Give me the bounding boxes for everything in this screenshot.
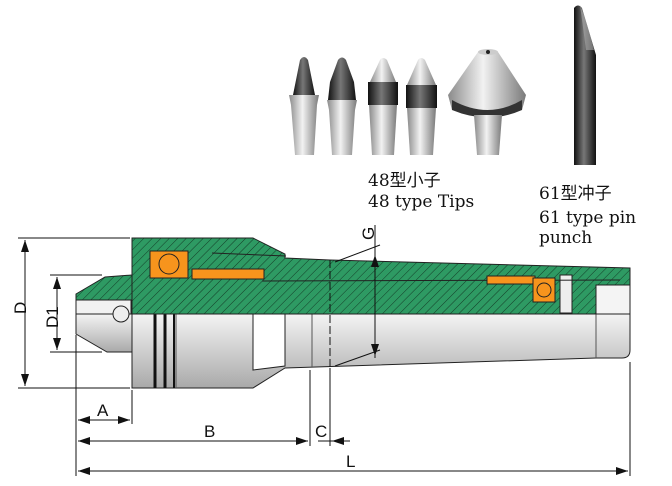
punch-title-en-2: punch <box>539 228 593 248</box>
tip-5 <box>448 49 526 155</box>
tip-4 <box>406 58 437 155</box>
tips-title-cn: 48型小子 <box>368 171 441 191</box>
tips-title-en: 48 type Tips <box>368 192 475 212</box>
tip-3 <box>368 58 398 155</box>
label-D: D <box>11 302 30 314</box>
dimension-lines <box>18 225 631 476</box>
punch-photo <box>574 5 596 165</box>
label-L: L <box>346 452 355 471</box>
tips-photo <box>289 49 526 155</box>
arrowheads <box>21 240 628 475</box>
label-D1: D1 <box>43 306 62 328</box>
bearings <box>149 250 556 303</box>
tip-1 <box>289 57 319 155</box>
punch-title-en-1: 61 type pin <box>539 208 637 228</box>
label-B: B <box>204 422 215 441</box>
punch-title-cn: 61型冲子 <box>539 184 612 204</box>
label-G: G <box>359 227 378 240</box>
ball <box>112 305 130 323</box>
label-A: A <box>97 401 109 420</box>
label-C: C <box>315 422 327 441</box>
tip-2 <box>327 57 357 155</box>
live-center-body <box>75 237 631 389</box>
